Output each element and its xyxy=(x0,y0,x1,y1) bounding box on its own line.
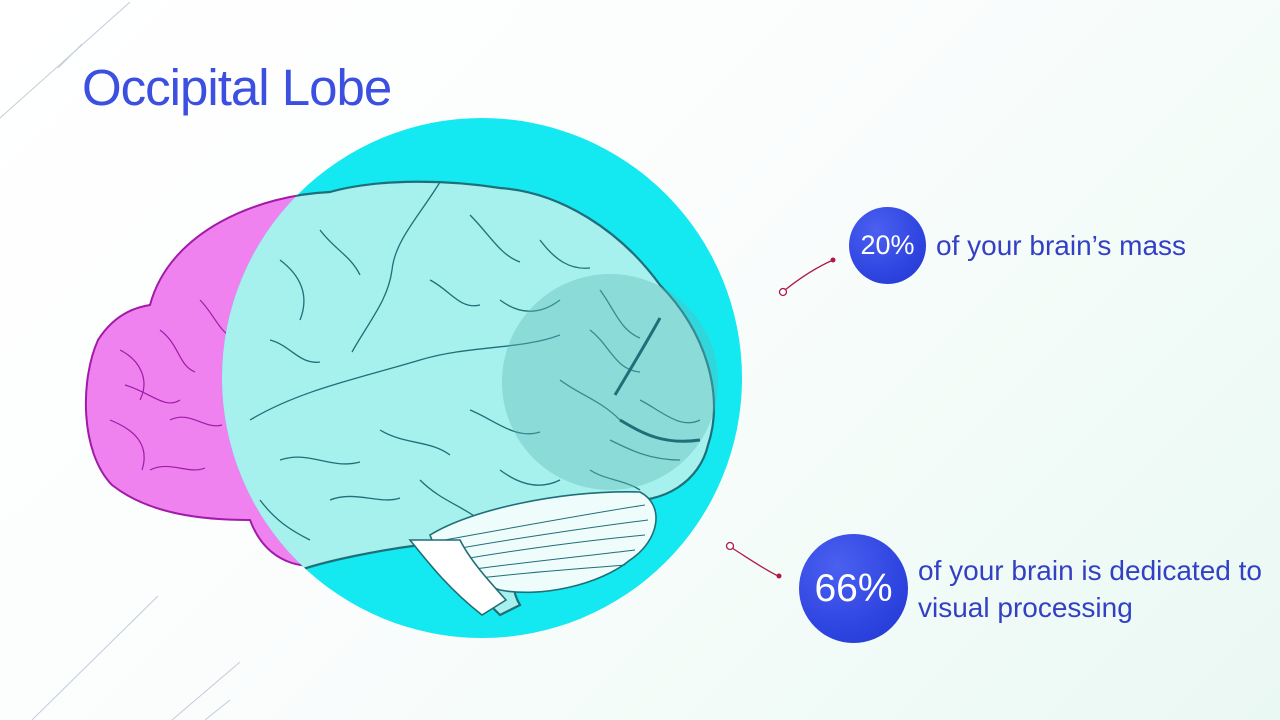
slide-title: Occipital Lobe xyxy=(82,59,392,116)
brain-cerebellum xyxy=(429,491,657,594)
stat-description: of your brain is dedicated to visual pro… xyxy=(918,554,1262,623)
stat-badge: 66% xyxy=(799,534,908,643)
occipital-lobe-highlight xyxy=(502,274,718,490)
stat-brain-mass: 20% of your brain’s mass xyxy=(849,207,1186,284)
stat-badge: 20% xyxy=(849,207,926,284)
brain-stem xyxy=(408,539,508,616)
stat-visual-processing: 66% of your brain is dedicated to visual… xyxy=(799,534,1263,643)
stat-description: of your brain’s mass xyxy=(936,230,1187,261)
